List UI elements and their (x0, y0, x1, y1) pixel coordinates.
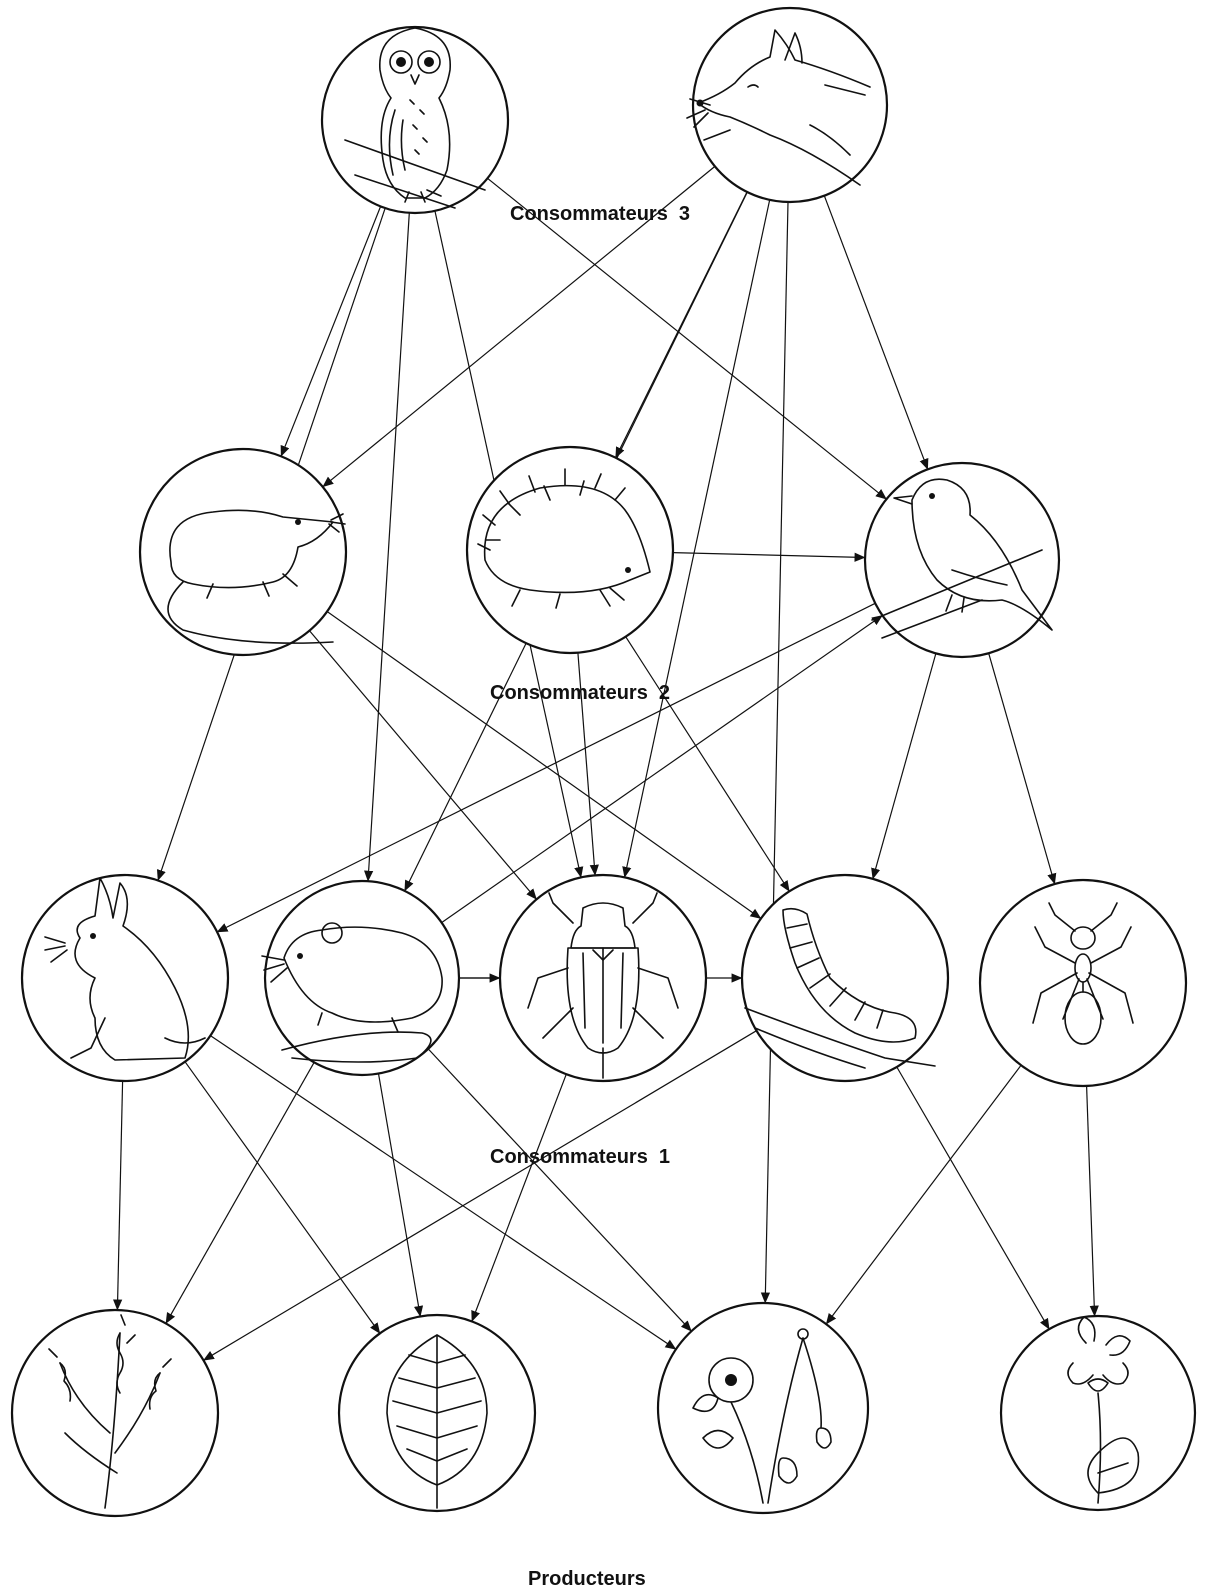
violet-icon (1067, 1316, 1140, 1504)
arrow-beetle-to-leaf (471, 1073, 567, 1322)
arrow-owl-to-shrew (280, 206, 382, 457)
arrow-hare-to-strawberry (210, 1035, 677, 1350)
arrow-caterpillar-to-violet (896, 1066, 1050, 1330)
caterpillar-icon (744, 907, 936, 1069)
arrow-mouse-to-leaf (377, 1073, 424, 1317)
ant-icon (1032, 902, 1134, 1045)
arrow-mouse-to-strawberry (427, 1048, 692, 1332)
leaf-icon (386, 1334, 488, 1509)
violet-node (999, 1314, 1197, 1512)
arrow-robin-to-ant (988, 653, 1057, 885)
shrew-icon (167, 509, 346, 644)
shrew-node (138, 447, 348, 657)
mouse-icon (261, 922, 443, 1063)
hedgehog-node (465, 445, 675, 655)
beetle-icon (527, 892, 679, 1079)
arrow-mouse-to-grass (165, 1062, 315, 1324)
hedgehog-icon (477, 468, 651, 609)
robin-node (863, 461, 1061, 659)
owl-icon (344, 27, 486, 209)
fox-node (686, 6, 889, 204)
hare-icon (44, 877, 206, 1061)
arrow-hedgehog-to-caterpillar (625, 636, 790, 892)
arrow-robin-to-caterpillar (871, 653, 937, 880)
arrow-fox-to-robin (823, 195, 929, 470)
mouse-node (261, 879, 461, 1077)
consumers-2-label: Consommateurs 2 (490, 682, 670, 704)
grass-icon (48, 1314, 172, 1509)
ant-node (978, 878, 1188, 1088)
food-web-arrows (113, 165, 1099, 1361)
fox-icon (686, 29, 871, 186)
strawberry-plant-node (656, 1301, 870, 1515)
consumers-3-label: Consommateurs 3 (510, 203, 690, 225)
owl-node (320, 25, 510, 215)
arrow-hedgehog-to-beetle (577, 652, 599, 876)
arrow-robin-to-hare (216, 602, 876, 933)
arrow-hare-to-grass (113, 1080, 124, 1311)
hare-node (20, 873, 230, 1083)
leaf-node (337, 1313, 537, 1513)
producers-label: Producteurs (528, 1568, 646, 1589)
arrow-caterpillar-to-grass (203, 1030, 757, 1361)
arrow-owl-to-robin (487, 177, 887, 500)
robin-icon (871, 478, 1053, 639)
caterpillar-node (740, 873, 950, 1083)
arrow-shrew-to-caterpillar (326, 611, 762, 919)
arrow-fox-to-shrew (322, 165, 716, 488)
arrow-ant-to-violet (1086, 1085, 1099, 1317)
arrow-ant-to-strawberry (825, 1064, 1022, 1325)
arrow-shrew-to-beetle (309, 630, 537, 900)
arrow-mouse-to-robin (441, 614, 883, 924)
strawberry-plant-icon (692, 1328, 832, 1504)
arrow-fox-to-beetle (622, 199, 771, 878)
arrow-owl-to-mouse (364, 212, 410, 882)
consumers-1-label: Consommateurs 1 (490, 1146, 670, 1168)
grass-node (10, 1308, 220, 1518)
arrow-fox-to-strawberry (760, 201, 789, 1304)
arrow-hedgehog-to-robin (672, 552, 866, 562)
beetle-node (498, 873, 708, 1083)
arrow-hare-to-leaf (184, 1061, 381, 1334)
